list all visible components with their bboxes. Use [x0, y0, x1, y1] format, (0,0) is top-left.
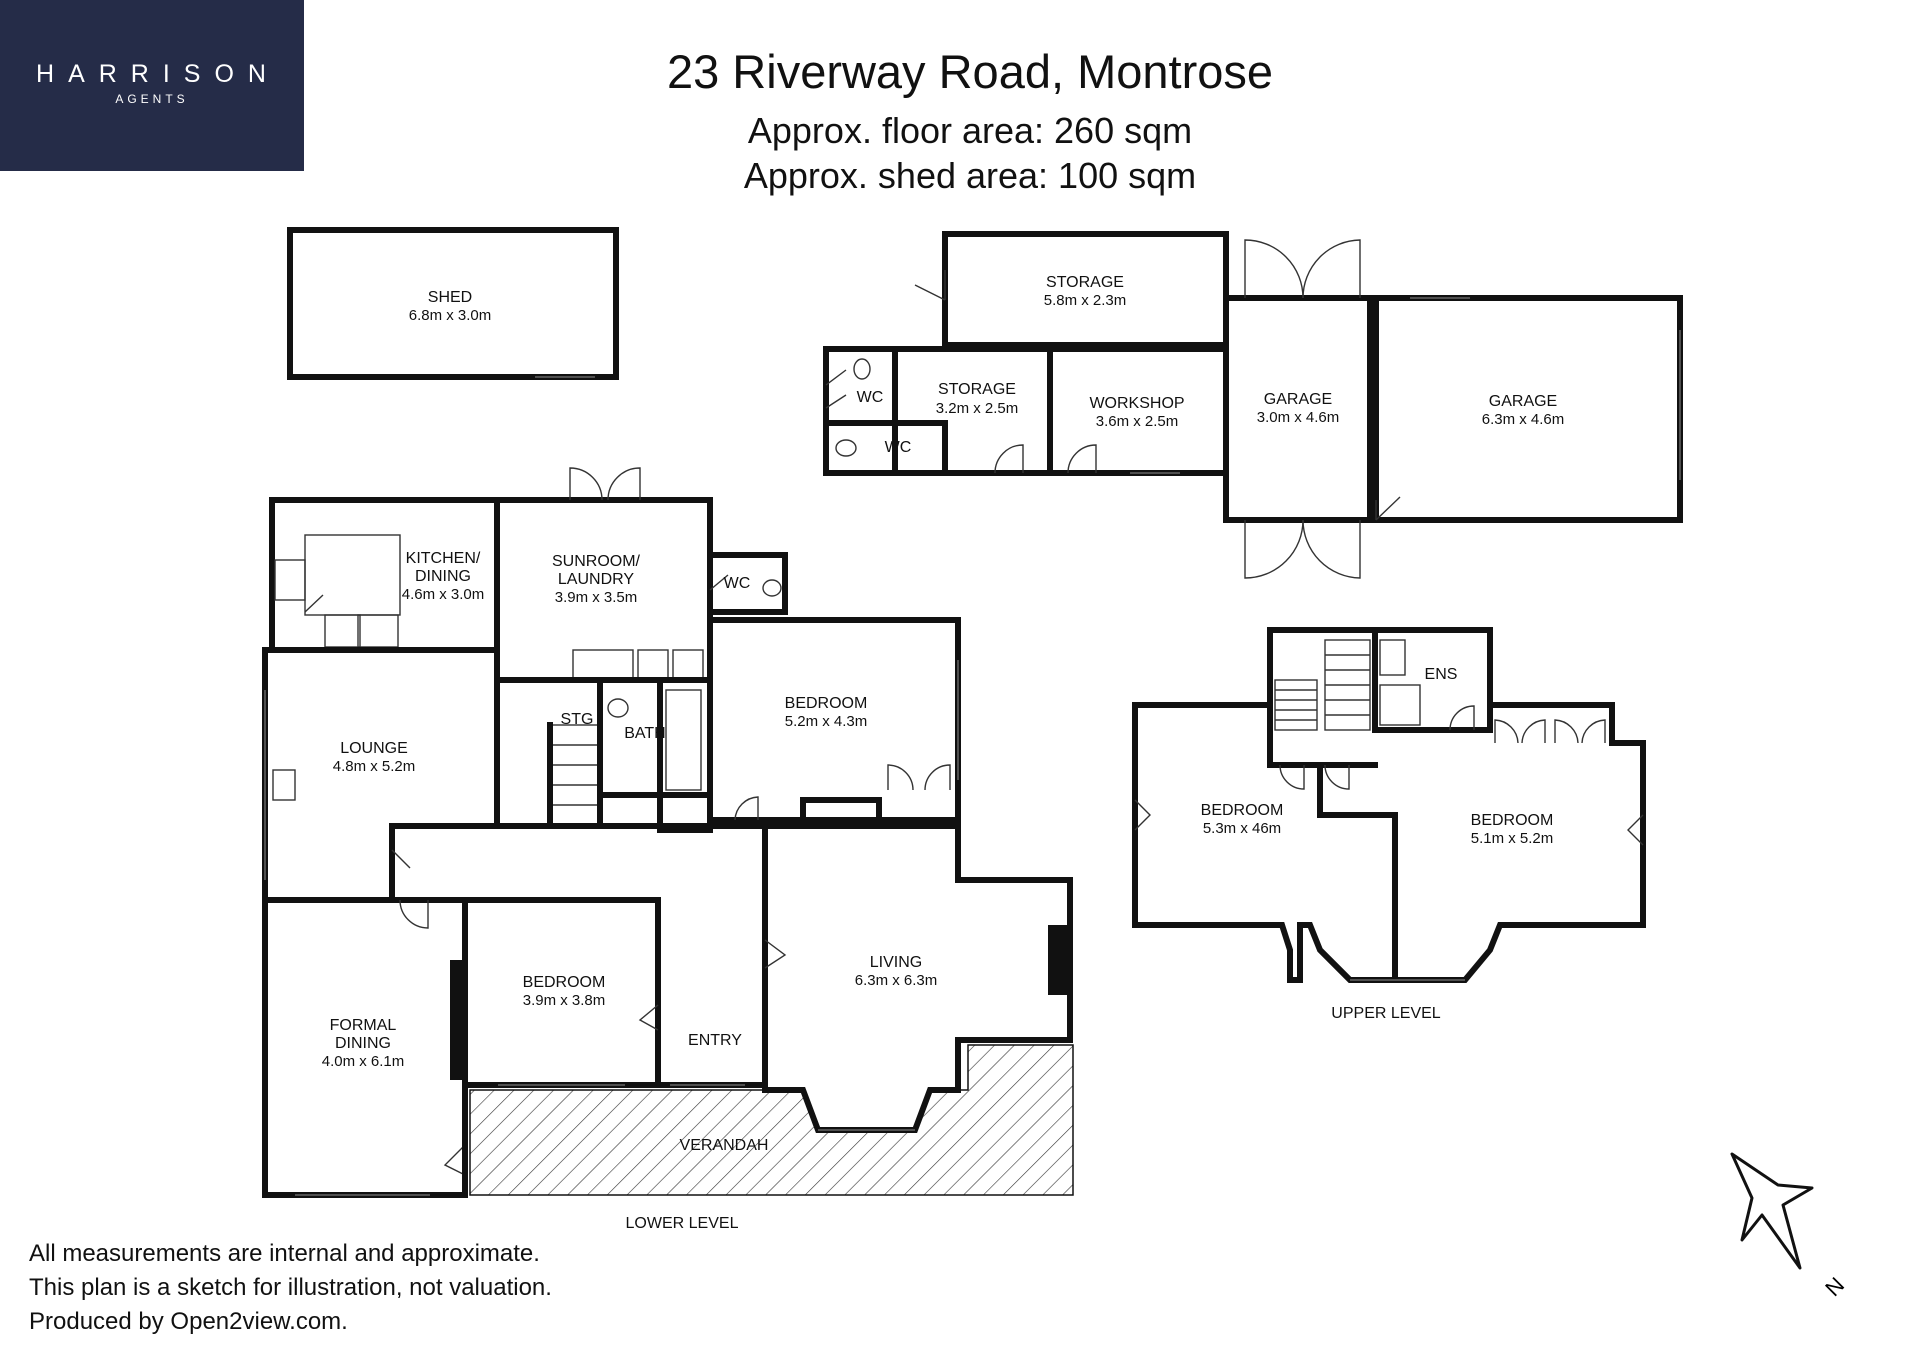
property-address: 23 Riverway Road, Montrose: [666, 45, 1274, 98]
floor-area: Approx. floor area: 260 sqm: [747, 110, 1193, 151]
wc-outbuilding-1: WC: [857, 389, 884, 406]
entry-label: ENTRY: [688, 1032, 742, 1049]
shed-size: 6.8m x 3.0m: [409, 307, 492, 324]
formal-dining-name-1: FORMAL: [330, 1017, 397, 1034]
wc-lower: WC: [724, 575, 751, 592]
brand-name: HARRISON: [36, 60, 280, 88]
compass-icon: N: [1730, 1152, 1849, 1301]
sunroom-name-2: LAUNDRY: [558, 571, 635, 588]
lower-level-plan: KITCHEN/ DINING 4.6m x 3.0m SUNROOM/ LAU…: [262, 467, 1074, 1232]
storage-small-name: STORAGE: [938, 381, 1016, 398]
formal-dining-name-2: DINING: [335, 1035, 391, 1052]
workshop-size: 3.6m x 2.5m: [1096, 413, 1179, 430]
kitchen-name-1: KITCHEN/: [406, 550, 481, 567]
wc-outbuilding-2: WC: [885, 439, 912, 456]
disclaimer-line-1: All measurements are internal and approx…: [29, 1240, 540, 1267]
bedroom-main-name: BEDROOM: [785, 695, 868, 712]
bedroom2-name: BEDROOM: [523, 974, 606, 991]
garage-large-name: GARAGE: [1489, 393, 1557, 410]
storage-top-name: STORAGE: [1046, 274, 1124, 291]
brand-subtitle: AGENTS: [115, 92, 189, 106]
verandah-label: VERANDAH: [680, 1137, 769, 1154]
lounge-size: 4.8m x 5.2m: [333, 758, 416, 775]
upper-level-label: UPPER LEVEL: [1331, 1005, 1440, 1022]
ens-label: ENS: [1425, 666, 1458, 683]
shed-area: Approx. shed area: 100 sqm: [743, 155, 1197, 196]
bedroom-right-size: 5.1m x 5.2m: [1471, 830, 1554, 847]
lounge-name: LOUNGE: [340, 740, 408, 757]
workshop-name: WORKSHOP: [1089, 395, 1184, 412]
kitchen-size: 4.6m x 3.0m: [402, 586, 485, 603]
bedroom-main-size: 5.2m x 4.3m: [785, 713, 868, 730]
storage-small-size: 3.2m x 2.5m: [936, 400, 1019, 417]
disclaimer-line-3: Produced by Open2view.com.: [29, 1308, 348, 1335]
bath-label: BATH: [624, 725, 665, 742]
stg-label: STG: [561, 711, 594, 728]
formal-dining-size: 4.0m x 6.1m: [322, 1053, 405, 1070]
garage-small-size: 3.0m x 4.6m: [1257, 409, 1340, 426]
brand-logo: HARRISON AGENTS: [0, 0, 304, 171]
bedroom-right-name: BEDROOM: [1471, 812, 1554, 829]
living-name: LIVING: [870, 954, 922, 971]
upper-level-plan: ENS BEDROOM 5.3m x 46m BEDROOM 5.1m x 5.…: [1132, 627, 1646, 1022]
bedroom2-size: 3.9m x 3.8m: [523, 992, 606, 1009]
door-swing: [914, 270, 946, 301]
bedroom-left-size: 5.3m x 46m: [1203, 820, 1281, 837]
garage-small-name: GARAGE: [1264, 391, 1332, 408]
garage-large-size: 6.3m x 4.6m: [1482, 411, 1565, 428]
compass-north-label: N: [1820, 1272, 1849, 1301]
storage-top-size: 5.8m x 2.3m: [1044, 292, 1127, 309]
lower-level-label: LOWER LEVEL: [626, 1215, 739, 1232]
shed-name: SHED: [428, 289, 472, 306]
shed-building: SHED 6.8m x 3.0m: [287, 227, 619, 380]
sunroom-size: 3.9m x 3.5m: [555, 589, 638, 606]
garage-block: GARAGE 3.0m x 4.6m GARAGE 6.3m x 4.6m: [1223, 239, 1683, 579]
disclaimer-line-2: This plan is a sketch for illustration, …: [29, 1274, 552, 1301]
living-size: 6.3m x 6.3m: [855, 972, 938, 989]
verandah-area: [469, 1044, 1074, 1196]
bedroom-left-name: BEDROOM: [1201, 802, 1284, 819]
workshop-block: WC WC STORAGE 5.8m x 2.3m STORAGE 3.2m x…: [823, 231, 1229, 476]
kitchen-name-2: DINING: [415, 568, 471, 585]
sunroom-name-1: SUNROOM/: [552, 553, 641, 570]
